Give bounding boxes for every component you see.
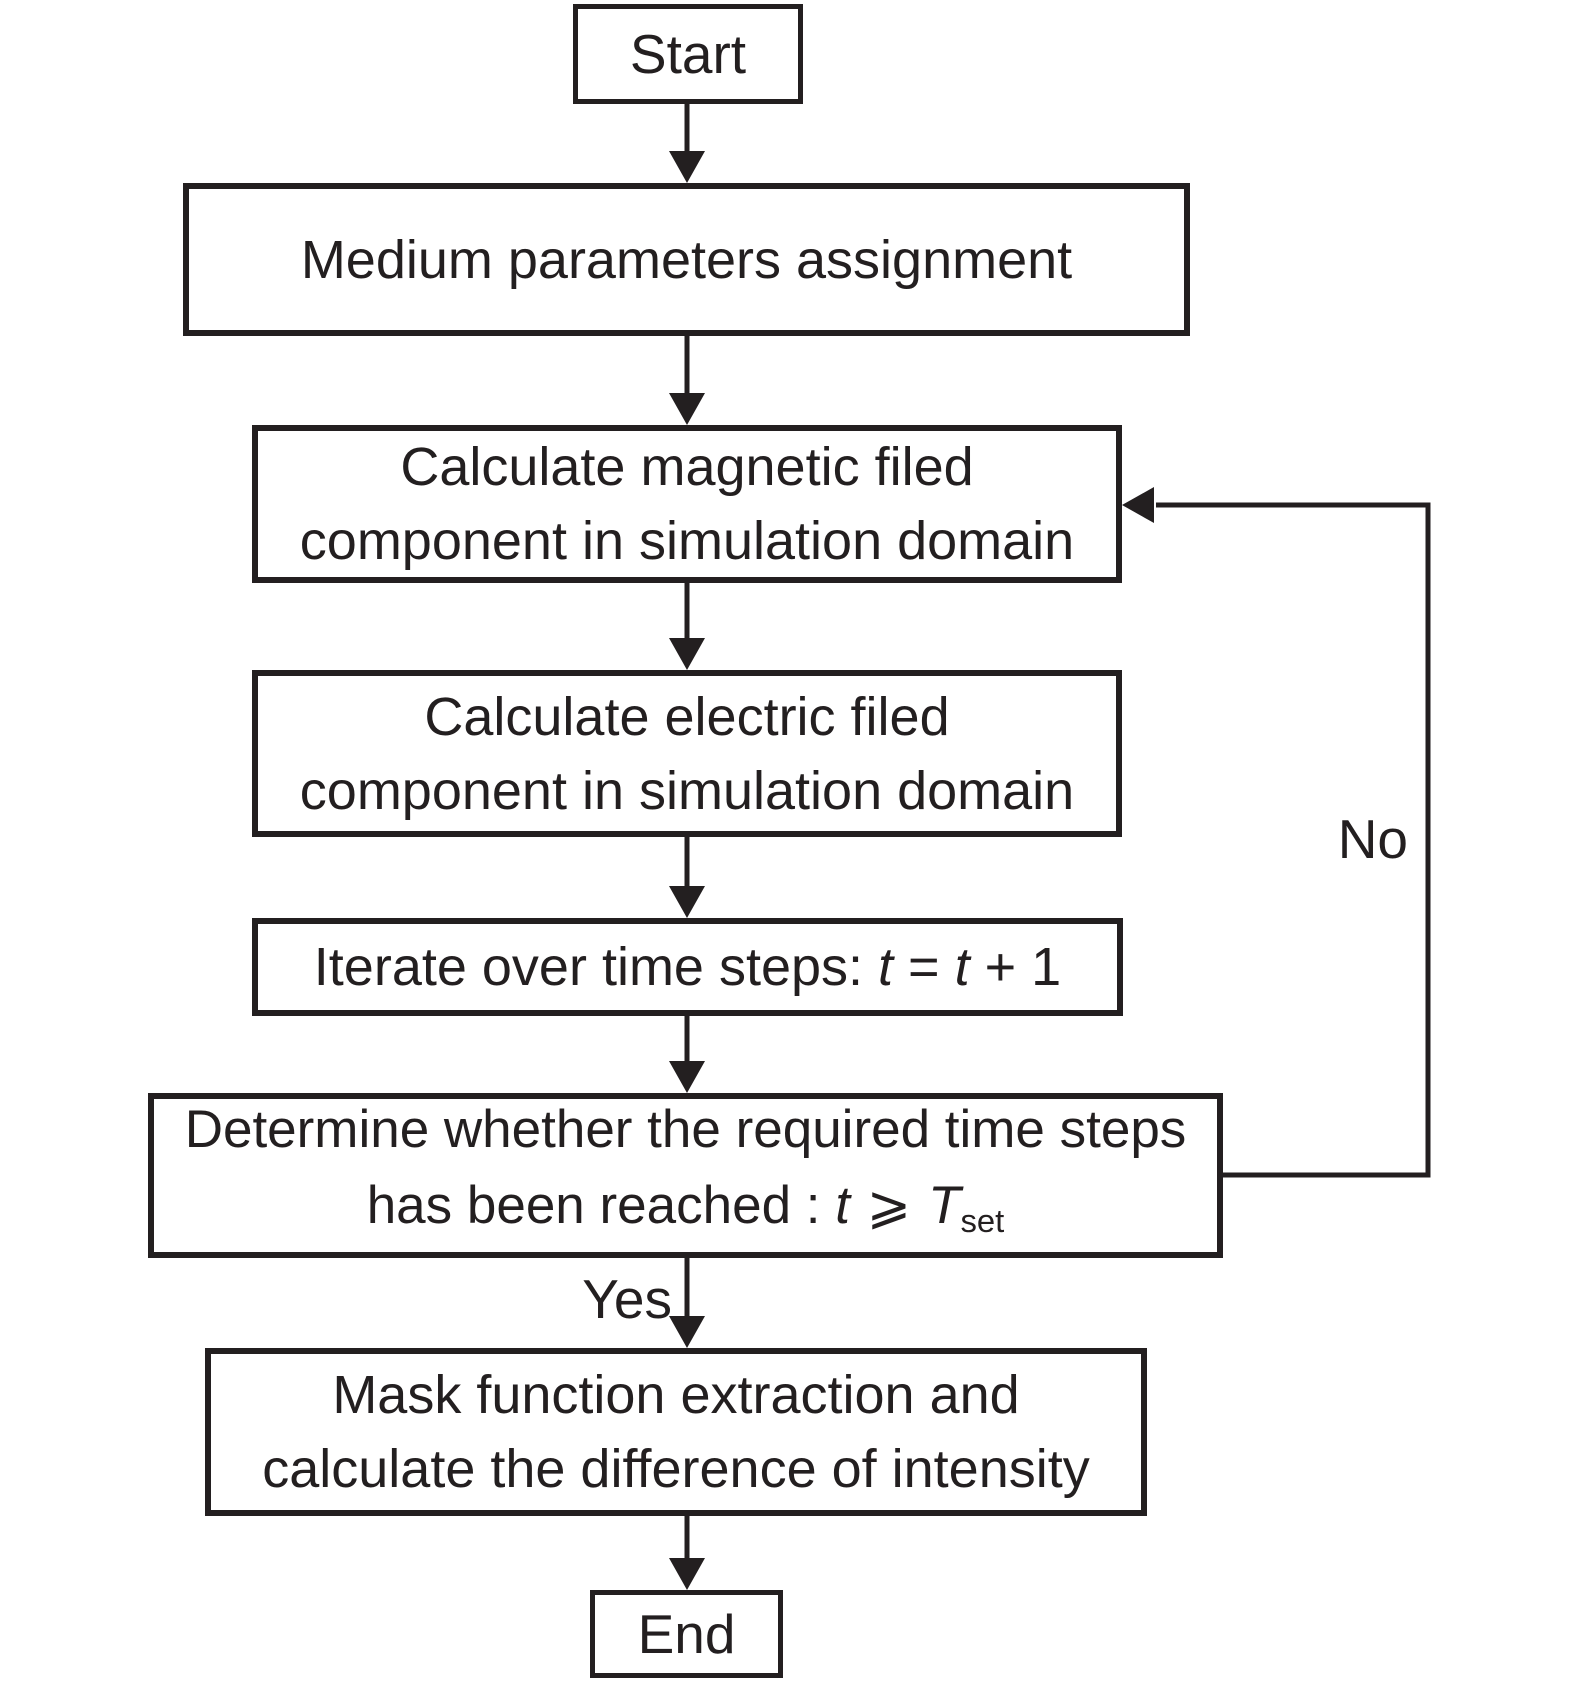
iterate-equals: = [893,937,955,997]
node-calculate-magnetic-field-line1: Calculate magnetic filed [400,437,974,497]
iterate-suffix: + 1 [969,937,1062,997]
edge-label-yes: Yes [582,1268,672,1330]
node-mask-function-line1: Mask function extraction and [332,1365,1020,1425]
node-end-label: End [637,1603,736,1665]
node-mask-function-extraction: Mask function extraction and calculate t… [205,1348,1147,1516]
arrowhead-medium-to-magnetic [669,393,705,425]
node-medium-parameters: Medium parameters assignment [183,183,1190,336]
node-decision-line1: Determine whether the required time step… [184,1099,1187,1159]
decision-threshold-T: T [928,1175,961,1235]
node-calculate-magnetic-field: Calculate magnetic filed component in si… [252,425,1122,583]
node-start-label: Start [629,23,747,85]
node-decision-time-steps-reached: Determine whether the required time step… [148,1093,1223,1258]
node-medium-parameters-label: Medium parameters assignment [300,229,1073,290]
decision-prefix: has been reached : [366,1175,836,1235]
node-iterate-time-steps: Iterate over time steps: t = t + 1 [252,918,1123,1016]
node-end: End [590,1590,783,1678]
iterate-prefix: Iterate over time steps: [313,937,879,997]
iterate-var-t: t [878,937,894,997]
arrowhead-decision-to-mask [669,1316,705,1348]
node-calculate-electric-field-line2: component in simulation domain [299,760,1075,821]
node-calculate-electric-field-line1: Calculate electric filed [424,686,950,747]
node-calculate-electric-field: Calculate electric filed component in si… [252,670,1122,837]
node-decision-line2: has been reached : t ⩾ Tset [367,1168,1005,1259]
arrowhead-iterate-to-decision [669,1061,705,1093]
node-start: Start [573,4,803,104]
arrowhead-start-to-medium [669,151,705,183]
node-calculate-magnetic-field-line2: component in simulation domain [299,511,1075,571]
decision-threshold-subscript: set [960,1202,1005,1240]
iterate-var-t2: t [954,937,970,997]
decision-geq-operator: ⩾ [849,1174,929,1236]
decision-var-t: t [835,1175,850,1235]
edge-label-no: No [1337,808,1408,870]
arrowhead-electric-to-iterate [669,886,705,918]
node-iterate-time-steps-label: Iterate over time steps: t = t + 1 [314,930,1061,1004]
arrowhead-magnetic-to-electric [669,638,705,670]
node-mask-function-line2: calculate the difference of intensity [262,1439,1090,1499]
arrowhead-no-loop [1122,487,1154,523]
arrowhead-mask-to-end [669,1558,705,1590]
